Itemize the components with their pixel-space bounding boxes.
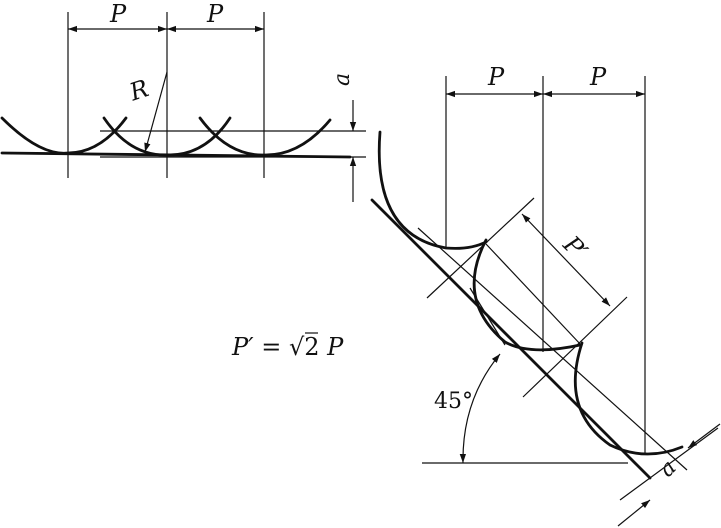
height-extension-line	[619, 427, 719, 501]
formula-equals: =	[254, 333, 289, 361]
formula-rhs: P	[320, 333, 345, 361]
pitch-label: P	[487, 63, 505, 91]
angle-arc	[459, 353, 501, 464]
inclined-surface-figure: P P P′ 45° a	[370, 63, 721, 527]
pitch-label: P	[589, 63, 607, 91]
height-label: a	[330, 73, 355, 86]
scallop-arc	[198, 116, 332, 157]
angle-label: 45°	[434, 389, 473, 414]
height-dimension-line	[687, 423, 721, 449]
horizontal-surface-figure: P P R a	[0, 0, 366, 202]
pitch-relation-formula: P′ = √2 P	[231, 333, 344, 361]
pitch-label: P	[206, 0, 224, 28]
radius-label: R	[125, 74, 152, 107]
formula-lhs: P′	[231, 333, 254, 361]
band-line	[485, 243, 583, 347]
scallop-arc	[0, 116, 128, 155]
normal-line	[426, 197, 535, 299]
scallop-arc	[377, 130, 488, 250]
scallop-arc	[102, 116, 232, 157]
scallop-arc	[472, 238, 582, 352]
scallop-arc	[573, 341, 684, 456]
inclined-pitch-label: P′	[557, 230, 593, 266]
formula-root: √2	[289, 333, 320, 361]
height-label: a	[655, 455, 682, 482]
radius-arrow	[144, 71, 168, 153]
pitch-label: P	[109, 0, 127, 28]
inclined-pitch-dimension-line	[521, 213, 611, 307]
inclined-surface-line	[370, 198, 652, 480]
height-dimension-line	[617, 499, 651, 527]
